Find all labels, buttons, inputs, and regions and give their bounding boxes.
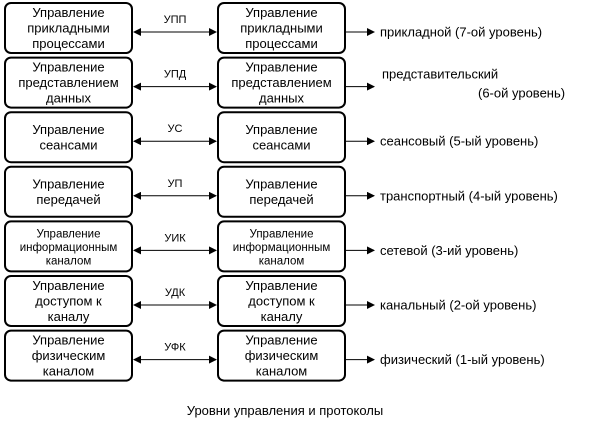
right-layer-label: представлением [231, 75, 331, 90]
left-layer-label: доступом к [35, 294, 102, 309]
protocol-label: УФК [164, 342, 186, 354]
left-layer-label: Управление [32, 122, 104, 137]
left-layer-label: каналу [48, 309, 90, 324]
level-label: канальный (2-ой уровень) [380, 298, 536, 313]
left-layer-label: представлением [18, 75, 118, 90]
left-layer-label: Управление [32, 60, 104, 75]
level-label: представительский [382, 67, 498, 82]
left-layer-label: процессами [32, 36, 104, 51]
layer-row: УправлениепредставлениемданныхУправление… [4, 56, 565, 109]
right-layer-label: каналу [261, 309, 303, 324]
left-layer-label: Управление [32, 5, 104, 20]
layer-row: УправлениеприкладнымипроцессамиУправлени… [4, 2, 542, 54]
protocol-label: УДК [165, 287, 186, 299]
left-layer-box [4, 2, 133, 54]
level-label: прикладной (7-ой уровень) [380, 25, 542, 40]
left-layer-label: физическим [32, 348, 106, 363]
level-label: физический (1-ый уровень) [380, 352, 545, 367]
left-layer-box [4, 329, 133, 382]
left-layer-label: Управление [37, 228, 101, 240]
right-layer-box [217, 165, 346, 218]
left-layer-label: передачей [36, 192, 100, 207]
right-layer-box [217, 220, 346, 273]
right-layer-label: каналом [256, 364, 308, 379]
left-layer-label: Управление [32, 177, 104, 192]
layer-row: УправлениефизическимканаломУправлениефиз… [4, 329, 545, 382]
right-layer-label: Управление [250, 228, 314, 240]
right-layer-label: передачей [249, 192, 313, 207]
right-layer-box [217, 329, 346, 382]
level-label: транспортный (4-ый уровень) [380, 188, 558, 203]
right-layer-box [217, 275, 346, 327]
right-layer-label: Управление [245, 177, 317, 192]
right-layer-label: Управление [245, 278, 317, 293]
protocol-label: УИК [164, 232, 186, 244]
level-label: сетевой (3-ий уровень) [380, 243, 518, 258]
right-layer-box [217, 111, 346, 164]
left-layer-box [4, 56, 133, 109]
right-layer-label: Управление [245, 122, 317, 137]
right-layer-label: сеансами [252, 137, 310, 152]
diagram-caption: Уровни управления и протоколы [187, 403, 383, 418]
right-layer-label: прикладными [240, 21, 323, 36]
left-layer-label: данных [46, 91, 92, 106]
level-label: сеансовый (5-ый уровень) [380, 134, 538, 149]
right-layer-label: каналом [259, 255, 305, 267]
right-layer-label: физическим [245, 348, 319, 363]
left-layer-label: Управление [32, 333, 104, 348]
right-layer-box [217, 56, 346, 109]
layers-group: УправлениеприкладнымипроцессамиУправлени… [4, 2, 565, 382]
protocol-label: УПД [164, 69, 187, 81]
protocol-label: УС [168, 123, 183, 135]
left-layer-box [4, 220, 133, 273]
right-layer-label: Управление [245, 333, 317, 348]
right-layer-box [217, 2, 346, 54]
level-label-sub: (6-ой уровень) [478, 86, 565, 101]
right-layer-label: Управление [245, 60, 317, 75]
protocol-label: УП [168, 178, 183, 190]
layer-row: УправлениепередачейУправлениепередачейУП… [4, 165, 558, 218]
left-layer-box [4, 111, 133, 164]
right-layer-label: доступом к [248, 294, 315, 309]
layer-row: УправлениесеансамиУправлениесеансамиУСсе… [4, 111, 538, 164]
left-layer-label: каналом [46, 255, 92, 267]
left-layer-box [4, 165, 133, 218]
layer-row: УправлениеинформационнымканаломУправлени… [4, 220, 518, 273]
left-layer-label: Управление [32, 278, 104, 293]
left-layer-label: сеансами [39, 137, 97, 152]
right-layer-label: информационным [233, 242, 331, 254]
left-layer-label: информационным [20, 242, 118, 254]
left-layer-label: прикладными [27, 21, 110, 36]
right-layer-label: процессами [245, 36, 317, 51]
left-layer-label: каналом [43, 364, 95, 379]
right-layer-label: данных [259, 91, 305, 106]
right-layer-label: Управление [245, 5, 317, 20]
protocol-label: УПП [164, 14, 187, 26]
left-layer-box [4, 275, 133, 327]
